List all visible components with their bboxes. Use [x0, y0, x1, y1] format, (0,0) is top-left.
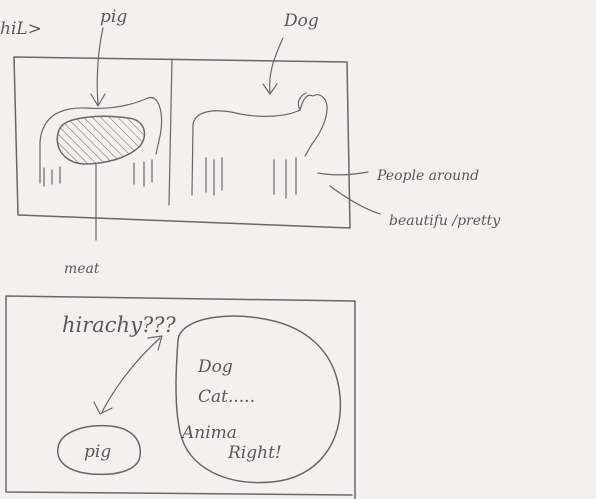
dog-top-label: Dog — [283, 11, 319, 31]
dog-head — [297, 92, 307, 111]
cat-label: Cat..... — [198, 387, 255, 407]
fragment-label: hiL> — [0, 19, 42, 39]
meat-region — [56, 115, 146, 165]
pig-legs — [43, 159, 153, 187]
meat-label: meat — [64, 261, 100, 277]
beautiful-label: beautifu /pretty — [389, 213, 501, 229]
pig-top-label: pig — [100, 7, 127, 27]
pig-ellipse — [57, 424, 141, 476]
hierarchy-label: hirachy??? — [62, 313, 176, 337]
dog-legs — [205, 157, 297, 199]
pig-label-arrow — [90, 27, 106, 107]
people-around-label: People around — [376, 168, 479, 184]
dog-label-arrow — [262, 37, 284, 95]
pig-outline — [39, 97, 163, 184]
animals-blob — [175, 315, 342, 484]
beautiful-connector — [329, 185, 381, 215]
people-around-connector — [317, 171, 369, 176]
right-label: Right! — [227, 443, 282, 463]
top-panel-divider — [168, 58, 173, 206]
dog-label: Dog — [197, 357, 233, 377]
animal-label: Anima — [180, 423, 237, 443]
pig-bottom-label: pig — [84, 442, 111, 462]
hierarchy-arrow — [93, 335, 163, 415]
top-panel-frame — [13, 56, 351, 229]
dog-outline — [191, 94, 328, 196]
bottom-panel-frame — [5, 295, 356, 499]
